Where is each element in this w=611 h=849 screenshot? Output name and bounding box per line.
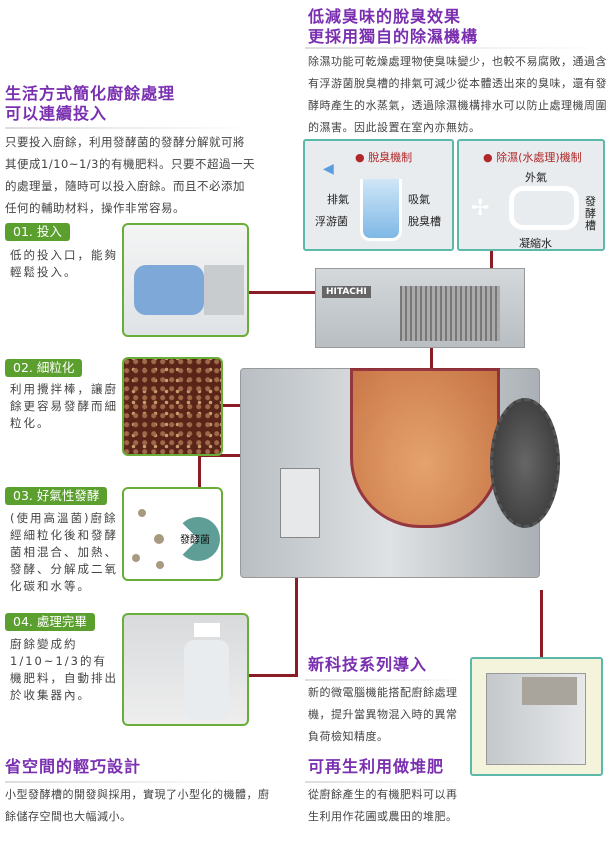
- dehumidify-diagram-heading: ● 除濕(水處理)機制: [483, 151, 582, 164]
- intro-title-line2: 可以連續投入: [5, 104, 108, 123]
- intro-body: 只要投入廚餘，利用發酵菌的發酵分解就可將其便成1/10~1/3的有機肥料。只要不…: [5, 135, 255, 215]
- arrow-left-icon: ◀: [323, 161, 334, 177]
- machine-image: [204, 265, 244, 315]
- step-2-text: 利用攪拌棒，讓廚餘更容易發酵而細粒化。: [10, 382, 118, 430]
- deodor-title-line1: 低減臭味的脫臭效果: [308, 7, 462, 26]
- bacteria-pacman-icon: [176, 517, 220, 561]
- compact-machine-photo: [470, 657, 603, 776]
- connector-line: [295, 560, 298, 677]
- step-2-photo: [122, 357, 223, 456]
- recycle-title: 可再生利用做堆肥: [308, 757, 445, 776]
- bacteria-label: 發酵菌: [180, 535, 210, 546]
- machine-illustration: HITACHI: [240, 268, 560, 588]
- recycle-body: 從廚餘產生的有機肥料可以再生利用作花圃或農田的堆肥。: [308, 788, 458, 823]
- intake-label: 吸氣: [408, 193, 430, 206]
- bacteria-label: 浮游菌: [315, 215, 348, 228]
- deodor-title: 低減臭味的脫臭效果 更採用獨自的除濕機構: [308, 7, 478, 47]
- fan-icon: ✢: [471, 196, 490, 221]
- deodor-body: 除濕功能可乾燥處理物使臭味變少，也較不易腐敗，通過含有浮游菌脫臭槽的排氣可減少從…: [308, 55, 607, 134]
- vent-grille: [400, 286, 500, 341]
- deodor-diagram-heading: ● 脫臭機制: [355, 151, 413, 164]
- fermenter-label: 發酵槽: [585, 195, 596, 232]
- outside-air-label: 外氣: [525, 171, 547, 184]
- bucket-image: [134, 265, 204, 315]
- intro-title-line1: 生活方式簡化廚餘處理: [5, 84, 176, 103]
- step-4-photo: [122, 613, 249, 726]
- dehumidify-diagram: ● 除濕(水處理)機制 外氣 ✢ 發酵槽 凝縮水: [457, 139, 605, 251]
- step-2-tag: 02. 細粒化: [5, 359, 83, 377]
- condensate-label: 凝縮水: [519, 237, 552, 250]
- deodor-tank-icon: [360, 179, 402, 241]
- connector-line: [248, 674, 298, 677]
- connector-line: [540, 590, 543, 657]
- particle: [138, 509, 146, 517]
- divider: [305, 781, 465, 783]
- step-4-text: 廚餘變成約1/10~1/3的有機肥料，自動排出於收集器內。: [10, 637, 118, 702]
- step-4-tag: 04. 處理完畢: [5, 613, 95, 631]
- particle: [156, 561, 164, 569]
- particle: [132, 554, 140, 562]
- divider: [305, 47, 605, 49]
- step-1-text: 低的投入口，能夠輕鬆投入。: [10, 248, 118, 279]
- new-tech-body: 新的微電腦機能搭配廚餘處理機，提升當異物混入時的異常負荷檢知精度。: [308, 686, 458, 743]
- step-1-photo: [122, 223, 249, 337]
- coil-icon: [509, 186, 579, 230]
- person-image: [194, 623, 220, 637]
- step-3-tag: 03. 好氣性發酵: [5, 487, 108, 505]
- vent-grille: [522, 677, 577, 705]
- person-image: [184, 640, 229, 720]
- exhaust-label: 排氣: [327, 193, 349, 206]
- gear-icon: [490, 398, 560, 528]
- space-body: 小型發酵槽的開發與採用，實現了小型化的機體，廚餘儲存空間也大幅減小。: [5, 788, 270, 823]
- brand-logo: HITACHI: [322, 286, 371, 298]
- step-3-illustration: 發酵菌: [122, 487, 223, 581]
- intro-title: 生活方式簡化廚餘處理 可以連續投入: [5, 84, 175, 124]
- fermentation-tank: [350, 368, 500, 528]
- connector-line: [198, 454, 201, 488]
- new-tech-title: 新科技系列導入: [308, 655, 428, 674]
- deodor-title-line2: 更採用獨自的除濕機構: [308, 27, 479, 46]
- particle: [154, 534, 164, 544]
- step-1-tag: 01. 投入: [5, 223, 70, 241]
- divider: [5, 781, 255, 783]
- divider: [5, 127, 255, 129]
- tank-label: 脫臭槽: [408, 215, 441, 228]
- deodor-diagram: ● 脫臭機制 ◀ 排氣 吸氣 浮游菌 脫臭槽: [303, 139, 454, 251]
- step-3-text: (使用高溫菌)廚餘經細粒化後和發酵菌相混合、加熱、發酵、分解成二氧化碳和水等。: [10, 511, 118, 593]
- divider: [305, 679, 465, 681]
- collector-box: [280, 468, 320, 538]
- space-title: 省空間的輕巧設計: [5, 757, 142, 776]
